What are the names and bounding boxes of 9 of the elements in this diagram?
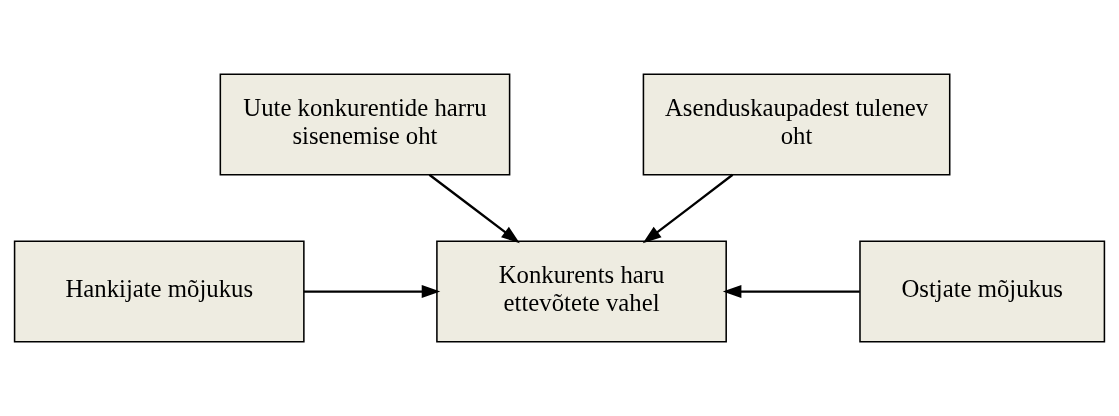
node-box: Asenduskaupadest tulenev oht xyxy=(642,73,951,176)
arrow xyxy=(428,173,520,244)
arrow xyxy=(722,285,860,299)
arrow xyxy=(642,173,734,244)
node-box: Hankijate mõjukus xyxy=(13,240,305,343)
node-box: Uute konkurentide harru sisenemise oht xyxy=(219,73,511,176)
node-box: Konkurents haru ettevõtete vahel xyxy=(436,240,727,343)
arrow xyxy=(304,285,441,299)
node-box: Ostjate mõjukus xyxy=(859,240,1106,343)
